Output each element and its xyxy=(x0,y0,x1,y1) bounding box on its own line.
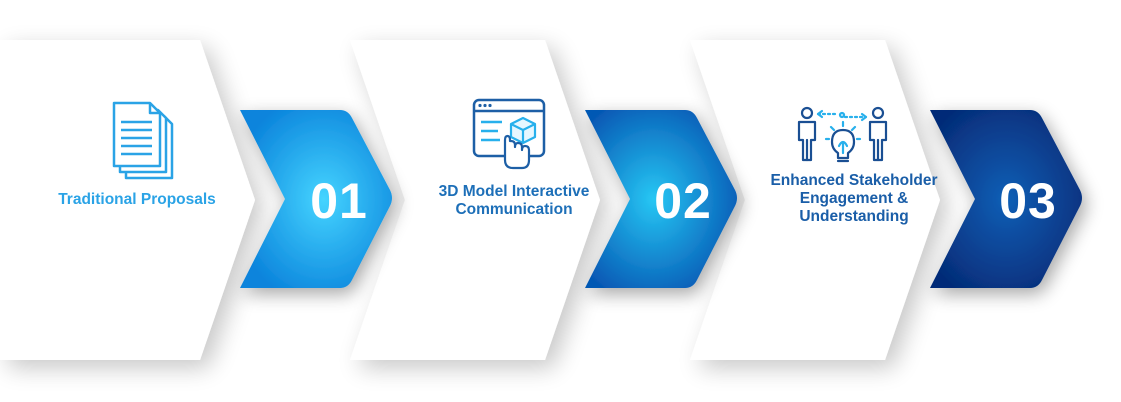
panel-chevron-3 xyxy=(690,40,940,360)
step-2-label-line: Communication xyxy=(455,201,573,218)
step-3-label: Enhanced Stakeholder Engagement & Unders… xyxy=(738,172,970,226)
step-2-number: 02 xyxy=(654,173,712,229)
step-1-arrow xyxy=(240,110,392,288)
step-2-label-line: 3D Model Interactive xyxy=(438,183,590,200)
panel-chevron-1 xyxy=(0,40,255,360)
step-3-arrow xyxy=(930,110,1082,288)
step-3-number: 03 xyxy=(999,173,1057,229)
step-1-number: 01 xyxy=(310,173,368,229)
step-1-label-line: Traditional Proposals xyxy=(58,191,216,208)
3d-model-browser-icon xyxy=(472,98,546,170)
step-1-label: Traditional Proposals xyxy=(22,191,252,209)
step-3-label-line: Understanding xyxy=(799,208,909,225)
documents-icon xyxy=(112,101,174,180)
step-2-label: 3D Model Interactive Communication xyxy=(398,183,630,219)
step-3-label-line: Engagement & xyxy=(799,190,909,207)
stakeholders-idea-icon xyxy=(797,106,888,163)
step-2-arrow xyxy=(585,110,737,288)
step-3-label-line: Enhanced Stakeholder xyxy=(770,172,938,189)
